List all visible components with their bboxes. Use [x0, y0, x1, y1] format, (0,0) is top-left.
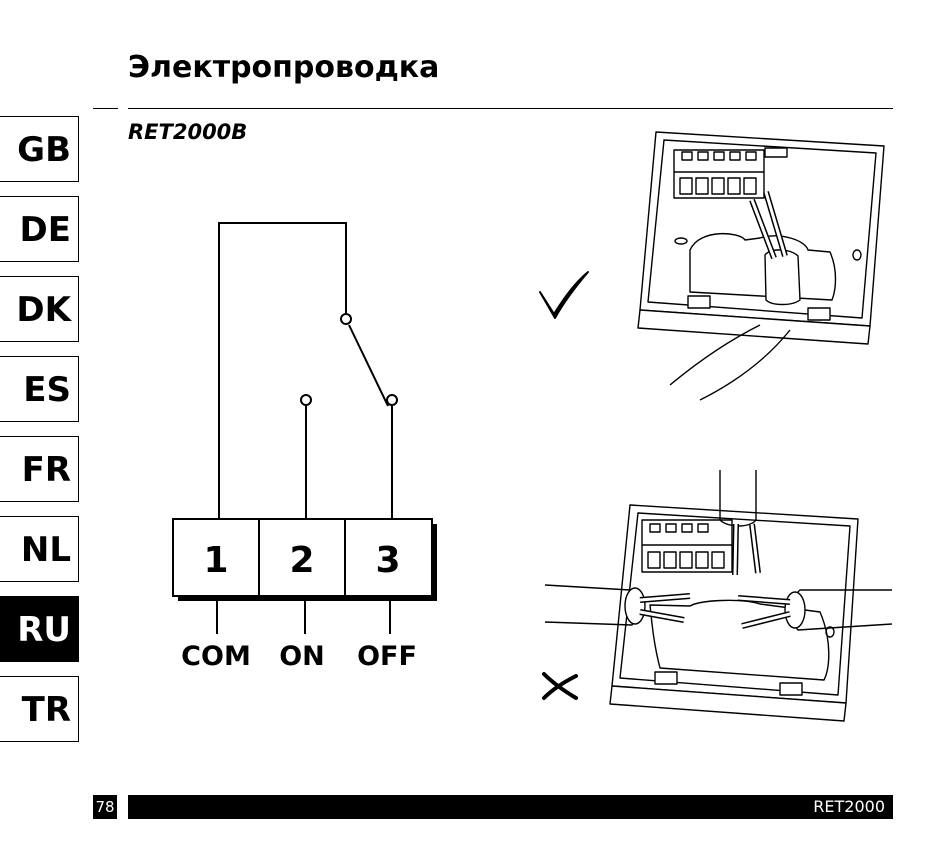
on-contact	[300, 394, 312, 406]
page-number: 78	[93, 795, 117, 819]
lang-tab-dk[interactable]: DK	[0, 276, 79, 342]
lang-tab-de[interactable]: DE	[0, 196, 79, 262]
switch-arm	[348, 324, 389, 407]
lang-tab-es[interactable]: ES	[0, 356, 79, 422]
terminal-com-label: COM	[181, 641, 251, 672]
title-divider	[93, 108, 893, 109]
check-icon	[539, 271, 589, 319]
page-title: Электропроводка	[128, 50, 440, 85]
incorrect-installation-illustration	[544, 470, 893, 722]
lang-tab-tr[interactable]: TR	[0, 676, 79, 742]
terminal-2-number: 2	[289, 540, 314, 581]
off-contact	[386, 394, 398, 406]
lang-tab-nl[interactable]: NL	[0, 516, 79, 582]
correct-installation-illustration	[637, 131, 885, 401]
terminal-off-label: OFF	[357, 641, 417, 672]
model-subtitle: RET2000B	[128, 120, 248, 144]
terminal-1-number: 1	[203, 540, 228, 581]
lang-tab-gb[interactable]: GB	[0, 116, 79, 182]
lang-tab-fr[interactable]: FR	[0, 436, 79, 502]
cross-icon	[542, 672, 578, 700]
switch-pivot	[340, 313, 352, 325]
terminal-3-number: 3	[375, 540, 400, 581]
terminal-on-label: ON	[279, 641, 325, 672]
wiring-diagram	[172, 222, 437, 634]
com-wire	[218, 222, 347, 520]
footer-model: RET2000	[128, 795, 893, 819]
terminal-block	[172, 518, 433, 597]
lang-tab-ru[interactable]: RU	[0, 596, 79, 662]
